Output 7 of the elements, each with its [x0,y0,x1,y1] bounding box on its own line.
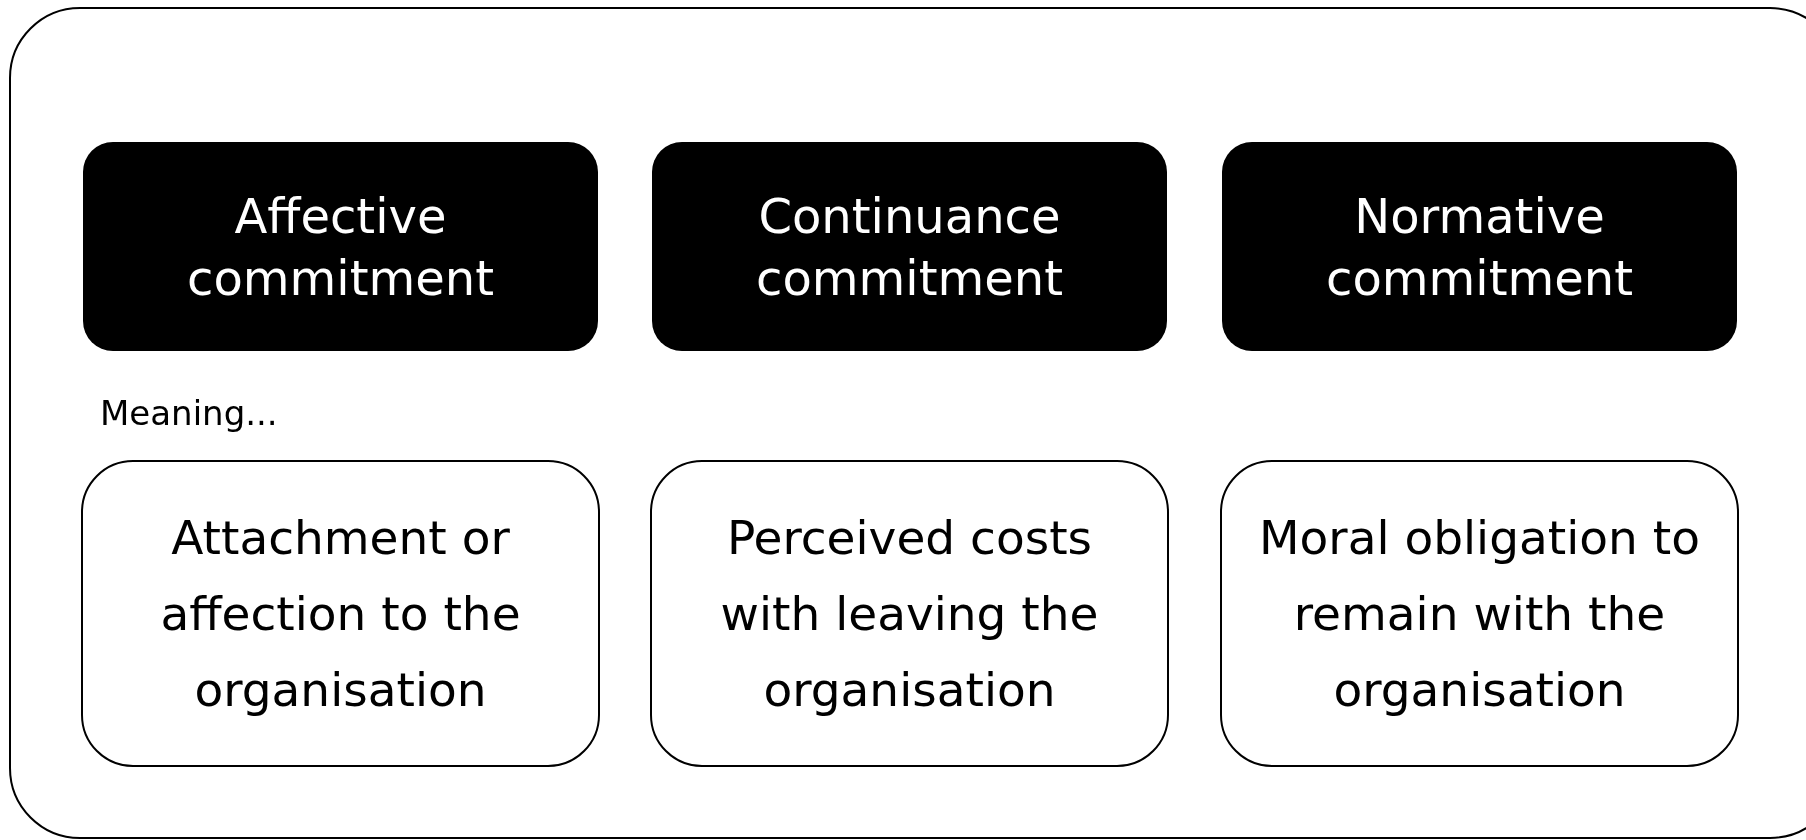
category-box: Affective commitment [83,142,598,351]
category-box: Continuance commitment [652,142,1167,351]
section-label: Meaning... [100,393,278,433]
description-box: Perceived costs with leaving the organisation [650,460,1169,767]
category-box: Normative commitment [1222,142,1737,351]
description-box: Moral obligation to remain with the organisation [1220,460,1739,767]
description-box: Attachment or affection to the organisation [81,460,600,767]
